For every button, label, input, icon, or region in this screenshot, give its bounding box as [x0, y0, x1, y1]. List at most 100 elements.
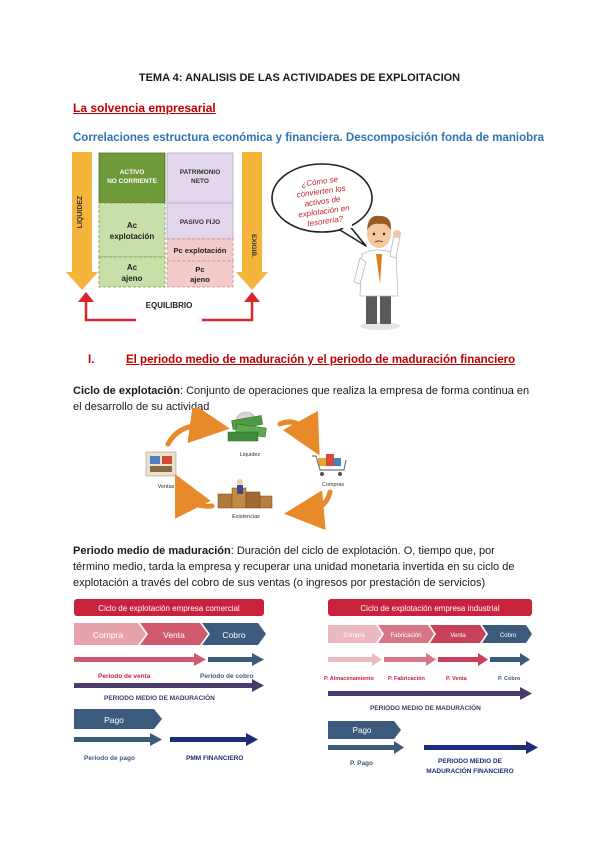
- periodo-pago-label: Periodo de pago: [84, 755, 135, 762]
- pc-expl-label: Pc explotación: [174, 246, 227, 255]
- chevron-pago: [74, 709, 162, 729]
- ventas-caption: Ventas: [158, 484, 175, 490]
- patrimonio-neto-box: [166, 152, 234, 204]
- cycle-illustration: Liquidez Compras Ventas Existencias: [145, 408, 347, 531]
- section-heading-solvencia: La solvencia empresarial: [73, 101, 216, 115]
- chevron-pago-label: Pago: [104, 715, 124, 725]
- equilibrio-bracket: EQUILIBRIO: [78, 292, 260, 326]
- arrow-ind-pmm: [328, 691, 522, 696]
- arrow-periodo-venta: [74, 657, 198, 662]
- exigibilidad-arrow: EXIGIB.: [236, 152, 268, 290]
- arrow-pmm-financiero: [170, 737, 250, 742]
- chevron-ind-fabricacion-label: Fabricación: [390, 633, 421, 639]
- ac-expl-label-1: Ac: [127, 221, 138, 230]
- chevron-ind-pago: [328, 721, 401, 739]
- ac-explotacion-box: [98, 202, 166, 258]
- ac-ajeno-label-1: Ac: [127, 263, 138, 272]
- cycle-arrow-1: [277, 410, 320, 456]
- chevron-ind-venta-label: Venta: [450, 633, 466, 639]
- label-p-pago: P. Pago: [350, 760, 373, 767]
- arrow-p-cobro: [490, 657, 522, 662]
- balance-diagram: LIQUIDEZ EXIGIB. ACTIVO NO CORRIENTE Ac …: [66, 152, 268, 326]
- arrow-p-venta: [438, 657, 482, 662]
- exigib-label: EXIGIB.: [250, 234, 257, 258]
- chevron-ind-venta: [430, 625, 486, 643]
- label-p-almacenamiento: P. Almacenamiento: [324, 676, 374, 682]
- speech-bubble: ¿Cómo se convierten los activos de explo…: [271, 163, 373, 247]
- label-p-fabricacion: P. Fabricación: [388, 676, 426, 682]
- chevron-venta: [140, 623, 208, 645]
- term-ciclo-explotacion: Ciclo de explotación: [73, 385, 180, 397]
- paragraph-ciclo-explotacion: Ciclo de explotación: Conjunto de operac…: [73, 383, 533, 415]
- activo-no-corriente-box: [98, 152, 166, 204]
- arrow-periodo-pago: [74, 737, 154, 742]
- arrow-p-almacenamiento: [328, 657, 374, 662]
- cycle-arrow-4: [165, 408, 230, 447]
- chevron-ind-pago-label: Pago: [353, 726, 372, 735]
- shop-counter-icon: Ventas: [145, 451, 177, 490]
- pmm-financiero-label: PMM FINANCIERO: [186, 755, 243, 762]
- definition-ciclo-explotacion: : Conjunto de operaciones que realiza la…: [73, 385, 530, 413]
- chevron-ind-compra-label: Compra: [343, 633, 365, 639]
- document-title: TEMA 4: ANALISIS DE LAS ACTIVIDADES DE E…: [138, 72, 461, 84]
- ind-pmm-label: PERIODO MEDIO DE MADURACIÓN: [370, 703, 481, 712]
- ac-ajeno-box: [98, 256, 166, 288]
- liquidez-arrow: LIQUIDEZ: [66, 152, 98, 290]
- pasivo-fijo-label: PASIVO FIJO: [180, 219, 220, 226]
- paragraph-periodo-medio: Periodo medio de maduración: Duración de…: [73, 543, 533, 591]
- periodo-venta-label: Periodo de venta: [98, 673, 151, 680]
- arrow-p-pago: [328, 745, 396, 750]
- activo-nc-label-2: NO CORRIENTE: [107, 178, 158, 185]
- activo-nc-label-1: ACTIVO: [120, 169, 145, 176]
- existencias-caption: Existencias: [232, 514, 260, 520]
- label-p-venta: P. Venta: [446, 676, 468, 682]
- comercial-header-text: Ciclo de explotación empresa comercial: [98, 604, 240, 613]
- industrial-cycle-diagram: Ciclo de explotación empresa industrial …: [324, 599, 538, 775]
- speech-bubble-figure: ¿Cómo se convierten los activos de explo…: [271, 163, 401, 330]
- stock-boxes-icon: Existencias: [217, 479, 273, 520]
- chevron-venta-label: Venta: [163, 630, 185, 640]
- arrow-pmm: [74, 683, 256, 688]
- periodo-cobro-label: Periodo de cobro: [200, 673, 253, 680]
- chevron-cobro: [202, 623, 266, 645]
- cycle-arrow-2: [284, 489, 333, 531]
- compras-caption: Compras: [322, 482, 345, 488]
- industrial-header: [328, 599, 532, 616]
- industrial-header-text: Ciclo de explotación empresa industrial: [360, 604, 499, 613]
- arrow-ind-pmm-financiero: [424, 745, 528, 750]
- term-periodo-medio: Periodo medio de maduración: [73, 545, 231, 557]
- liquidez-caption: Liquidez: [240, 452, 261, 458]
- ac-ajeno-label-2: ajeno: [122, 274, 143, 283]
- commercial-cycle-diagram: Ciclo de explotación empresa comercial C…: [74, 599, 266, 762]
- ind-pmm-fin-label-1: PERIODO MEDIO DE: [438, 758, 503, 765]
- label-p-cobro: P. Cobro: [498, 676, 521, 682]
- pc-ajeno-box: [166, 260, 234, 288]
- cycle-arrow-3: [175, 474, 215, 519]
- chevron-ind-compra: [328, 625, 382, 643]
- shopping-cart-icon: Compras: [312, 454, 347, 488]
- chevron-ind-fabricacion: [378, 625, 434, 643]
- comercial-header: [74, 599, 264, 616]
- pmm-label: PERIODO MEDIO DE MADURACIÓN: [104, 693, 215, 702]
- patrimonio-label-2: NETO: [191, 178, 209, 185]
- ind-pmm-fin-label-2: MADURACIÓN FINANCIERO: [426, 766, 513, 775]
- chevron-ind-cobro-label: Cobro: [500, 633, 517, 639]
- chevron-cobro-label: Cobro: [222, 630, 245, 640]
- heading-text: El periodo medio de maduración y el peri…: [126, 354, 516, 366]
- pc-ajeno-label-2: ajeno: [190, 275, 210, 284]
- pc-ajeno-label-1: Pc: [195, 265, 204, 274]
- subsection-heading-correlaciones: Correlaciones estructura económica y fin…: [73, 132, 545, 144]
- heading-periodo-medio: I. El periodo medio de maduración y el pe…: [88, 354, 515, 366]
- arrow-periodo-cobro: [208, 657, 256, 662]
- heading-number: I.: [88, 354, 95, 366]
- equilibrio-label: EQUILIBRIO: [146, 301, 193, 310]
- definition-periodo-medio: : Duración del ciclo de explotación. O, …: [73, 545, 515, 589]
- liquidez-label: LIQUIDEZ: [77, 195, 84, 228]
- arrow-p-fabricacion: [384, 657, 428, 662]
- patrimonio-label-1: PATRIMONIO: [180, 169, 221, 176]
- chevron-compra-label: Compra: [93, 630, 124, 640]
- businessman-figure: [353, 215, 401, 330]
- ac-expl-label-2: explotación: [110, 232, 155, 241]
- chevron-ind-cobro: [482, 625, 532, 643]
- money-pile-icon: Liquidez: [227, 411, 267, 458]
